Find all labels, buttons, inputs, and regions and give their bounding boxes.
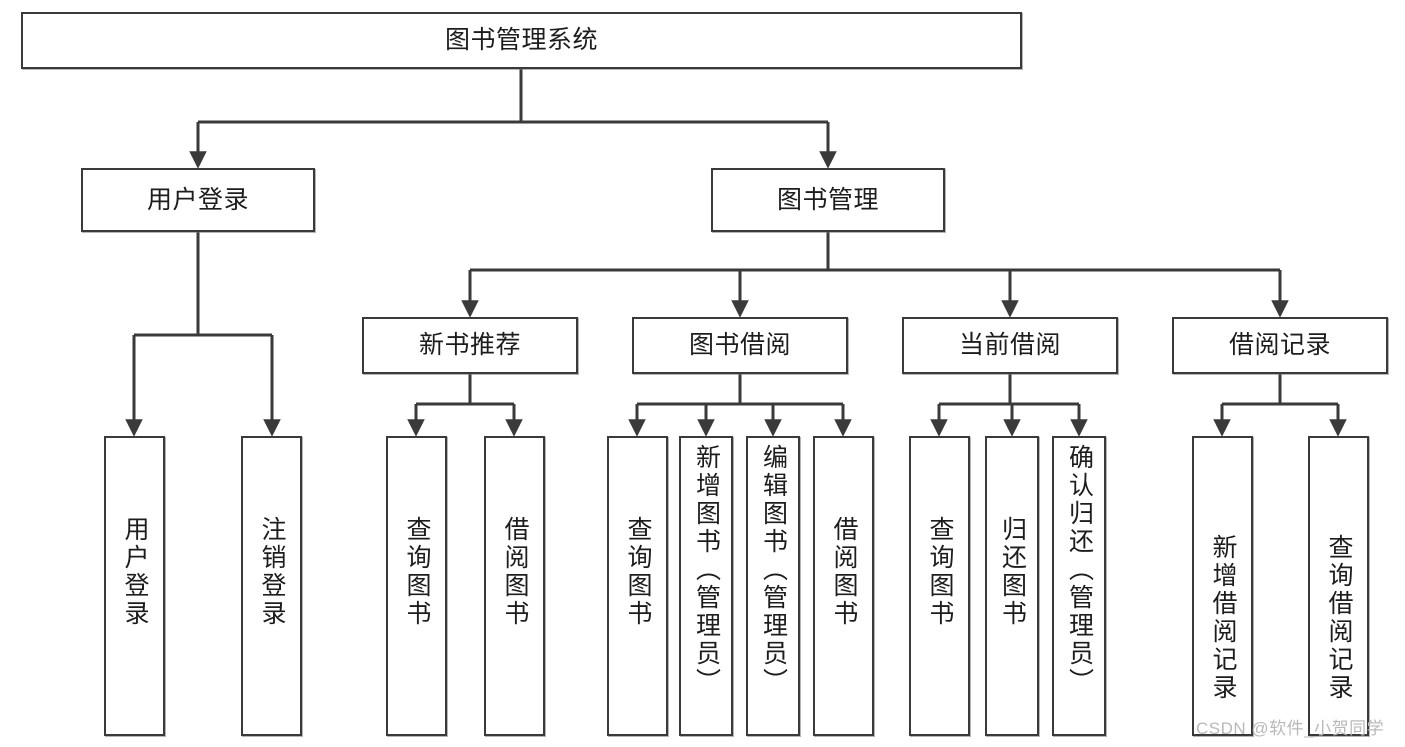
node-leaf-user-logout-label: 注销登录 <box>258 516 286 628</box>
watermark-text: CSDN @软件_小贺同学 <box>1196 719 1385 738</box>
node-leaf-user-login[interactable]: 用户登录 <box>104 436 165 736</box>
node-leaf-query-book-label: 查询图书 <box>624 516 652 628</box>
node-user-login[interactable]: 用户登录 <box>81 168 315 232</box>
node-root[interactable]: 图书管理系统 <box>21 12 1022 69</box>
node-leaf-borrow-book[interactable]: 借阅图书 <box>813 436 874 736</box>
node-leaf-query-book-cur-label: 查询图书 <box>926 516 954 628</box>
node-book-manage[interactable]: 图书管理 <box>711 168 945 232</box>
node-leaf-edit-book[interactable]: 编辑图书（管理员） <box>746 436 800 736</box>
node-current-borrow[interactable]: 当前借阅 <box>902 317 1118 374</box>
node-new-book-rec[interactable]: 新书推荐 <box>362 317 578 374</box>
node-leaf-add-book-label: 新增图书（管理员） <box>692 444 721 696</box>
node-leaf-query-book-cur[interactable]: 查询图书 <box>909 436 970 736</box>
node-user-login-label: 用户登录 <box>146 185 249 214</box>
node-leaf-query-record[interactable]: 查询借阅记录 <box>1308 436 1369 736</box>
node-leaf-add-book[interactable]: 新增图书（管理员） <box>679 436 733 736</box>
node-leaf-confirm-return-label: 确认归还（管理员） <box>1065 444 1094 696</box>
node-leaf-query-record-label: 查询借阅记录 <box>1325 534 1353 702</box>
node-leaf-query-book-rec-label: 查询图书 <box>403 516 431 628</box>
node-borrow-record-label: 借阅记录 <box>1228 331 1331 360</box>
node-leaf-query-book-rec[interactable]: 查询图书 <box>386 436 447 736</box>
node-leaf-edit-book-label: 编辑图书（管理员） <box>759 444 788 696</box>
node-book-borrow[interactable]: 图书借阅 <box>632 317 848 374</box>
node-leaf-user-login-label: 用户登录 <box>121 516 149 628</box>
node-leaf-borrow-book-rec-label: 借阅图书 <box>501 516 529 628</box>
node-leaf-return-book-label: 归还图书 <box>998 516 1027 628</box>
node-leaf-confirm-return[interactable]: 确认归还（管理员） <box>1052 436 1106 736</box>
node-leaf-borrow-book-label: 借阅图书 <box>830 516 858 628</box>
node-leaf-borrow-book-rec[interactable]: 借阅图书 <box>484 436 545 736</box>
node-leaf-query-book[interactable]: 查询图书 <box>607 436 668 736</box>
node-leaf-user-logout[interactable]: 注销登录 <box>241 436 302 736</box>
node-leaf-add-record[interactable]: 新增借阅记录 <box>1192 436 1253 736</box>
node-leaf-return-book[interactable]: 归还图书 <box>985 436 1039 736</box>
node-book-manage-label: 图书管理 <box>776 185 879 214</box>
node-new-book-rec-label: 新书推荐 <box>418 331 521 360</box>
node-leaf-add-record-label: 新增借阅记录 <box>1209 534 1237 702</box>
node-root-label: 图书管理系统 <box>444 26 598 55</box>
node-book-borrow-label: 图书借阅 <box>688 331 791 360</box>
node-current-borrow-label: 当前借阅 <box>958 331 1061 360</box>
node-borrow-record[interactable]: 借阅记录 <box>1172 317 1388 374</box>
